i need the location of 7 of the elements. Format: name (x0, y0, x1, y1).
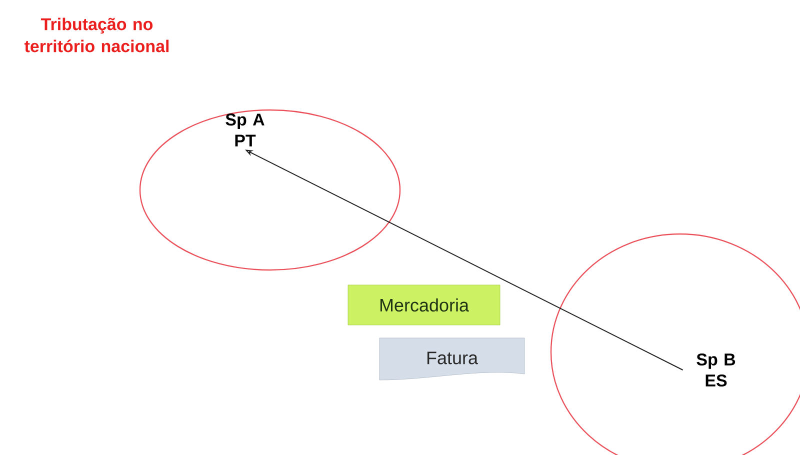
party-label: Sp B ES (696, 353, 736, 387)
circle-region (139, 109, 401, 271)
circle-region (550, 233, 800, 455)
heading-note: Tributação no território nacional (24, 18, 169, 52)
goods-box: Mercadoria (348, 284, 500, 326)
invoice-document: Fatura (379, 338, 525, 380)
party-label: Sp A PT (226, 114, 264, 146)
